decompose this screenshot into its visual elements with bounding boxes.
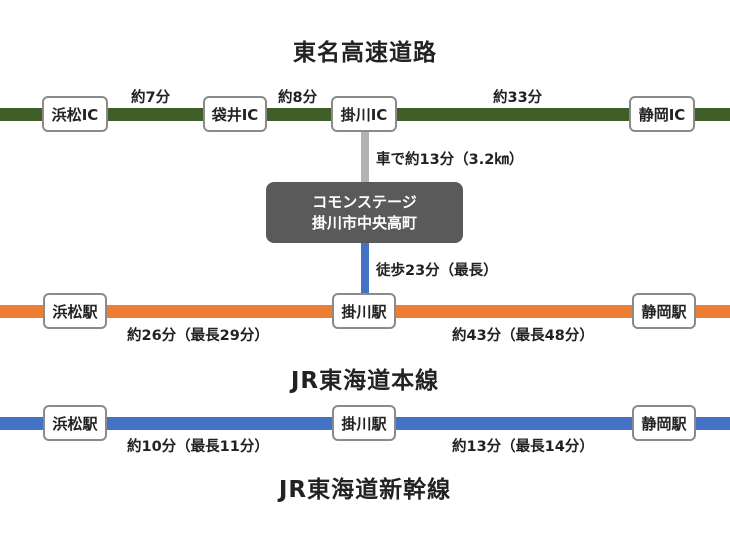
station-kakegawa-ic: 掛川IC	[331, 96, 397, 132]
station-kakegawa: 掛川駅	[332, 405, 396, 441]
segment-label: 約13分（最長14分）	[452, 439, 594, 455]
station-hamamatsu-ic: 浜松IC	[42, 96, 108, 132]
station-hamamatsu: 浜松駅	[43, 293, 107, 329]
segment-label: 約43分（最長48分）	[452, 328, 594, 344]
destination-box: コモンステージ 掛川市中央高町	[266, 182, 463, 243]
station-shizuoka-ic: 静岡IC	[629, 96, 695, 132]
segment-label: 約7分	[131, 90, 171, 106]
segment-label: 約33分	[493, 90, 543, 106]
station-kakegawa: 掛川駅	[332, 293, 396, 329]
walk-link-line	[361, 241, 369, 293]
station-shizuoka: 静岡駅	[632, 405, 696, 441]
walk-route-label: 徒歩23分（最長）	[376, 263, 498, 279]
car-link-line	[361, 120, 369, 184]
jr-line-title: JR東海道本線	[290, 368, 440, 394]
segment-label: 約26分（最長29分）	[127, 328, 269, 344]
car-route-label: 車で約13分（3.2㎞）	[376, 152, 524, 168]
station-fukuroi-ic: 袋井IC	[203, 96, 267, 132]
segment-label: 約8分	[278, 90, 318, 106]
expressway-title: 東名高速道路	[293, 40, 437, 66]
destination-address: 掛川市中央高町	[311, 213, 417, 232]
station-hamamatsu: 浜松駅	[43, 405, 107, 441]
destination-name: コモンステージ	[312, 192, 417, 211]
station-shizuoka: 静岡駅	[632, 293, 696, 329]
segment-label: 約10分（最長11分）	[127, 439, 269, 455]
shinkansen-title: JR東海道新幹線	[278, 477, 452, 503]
